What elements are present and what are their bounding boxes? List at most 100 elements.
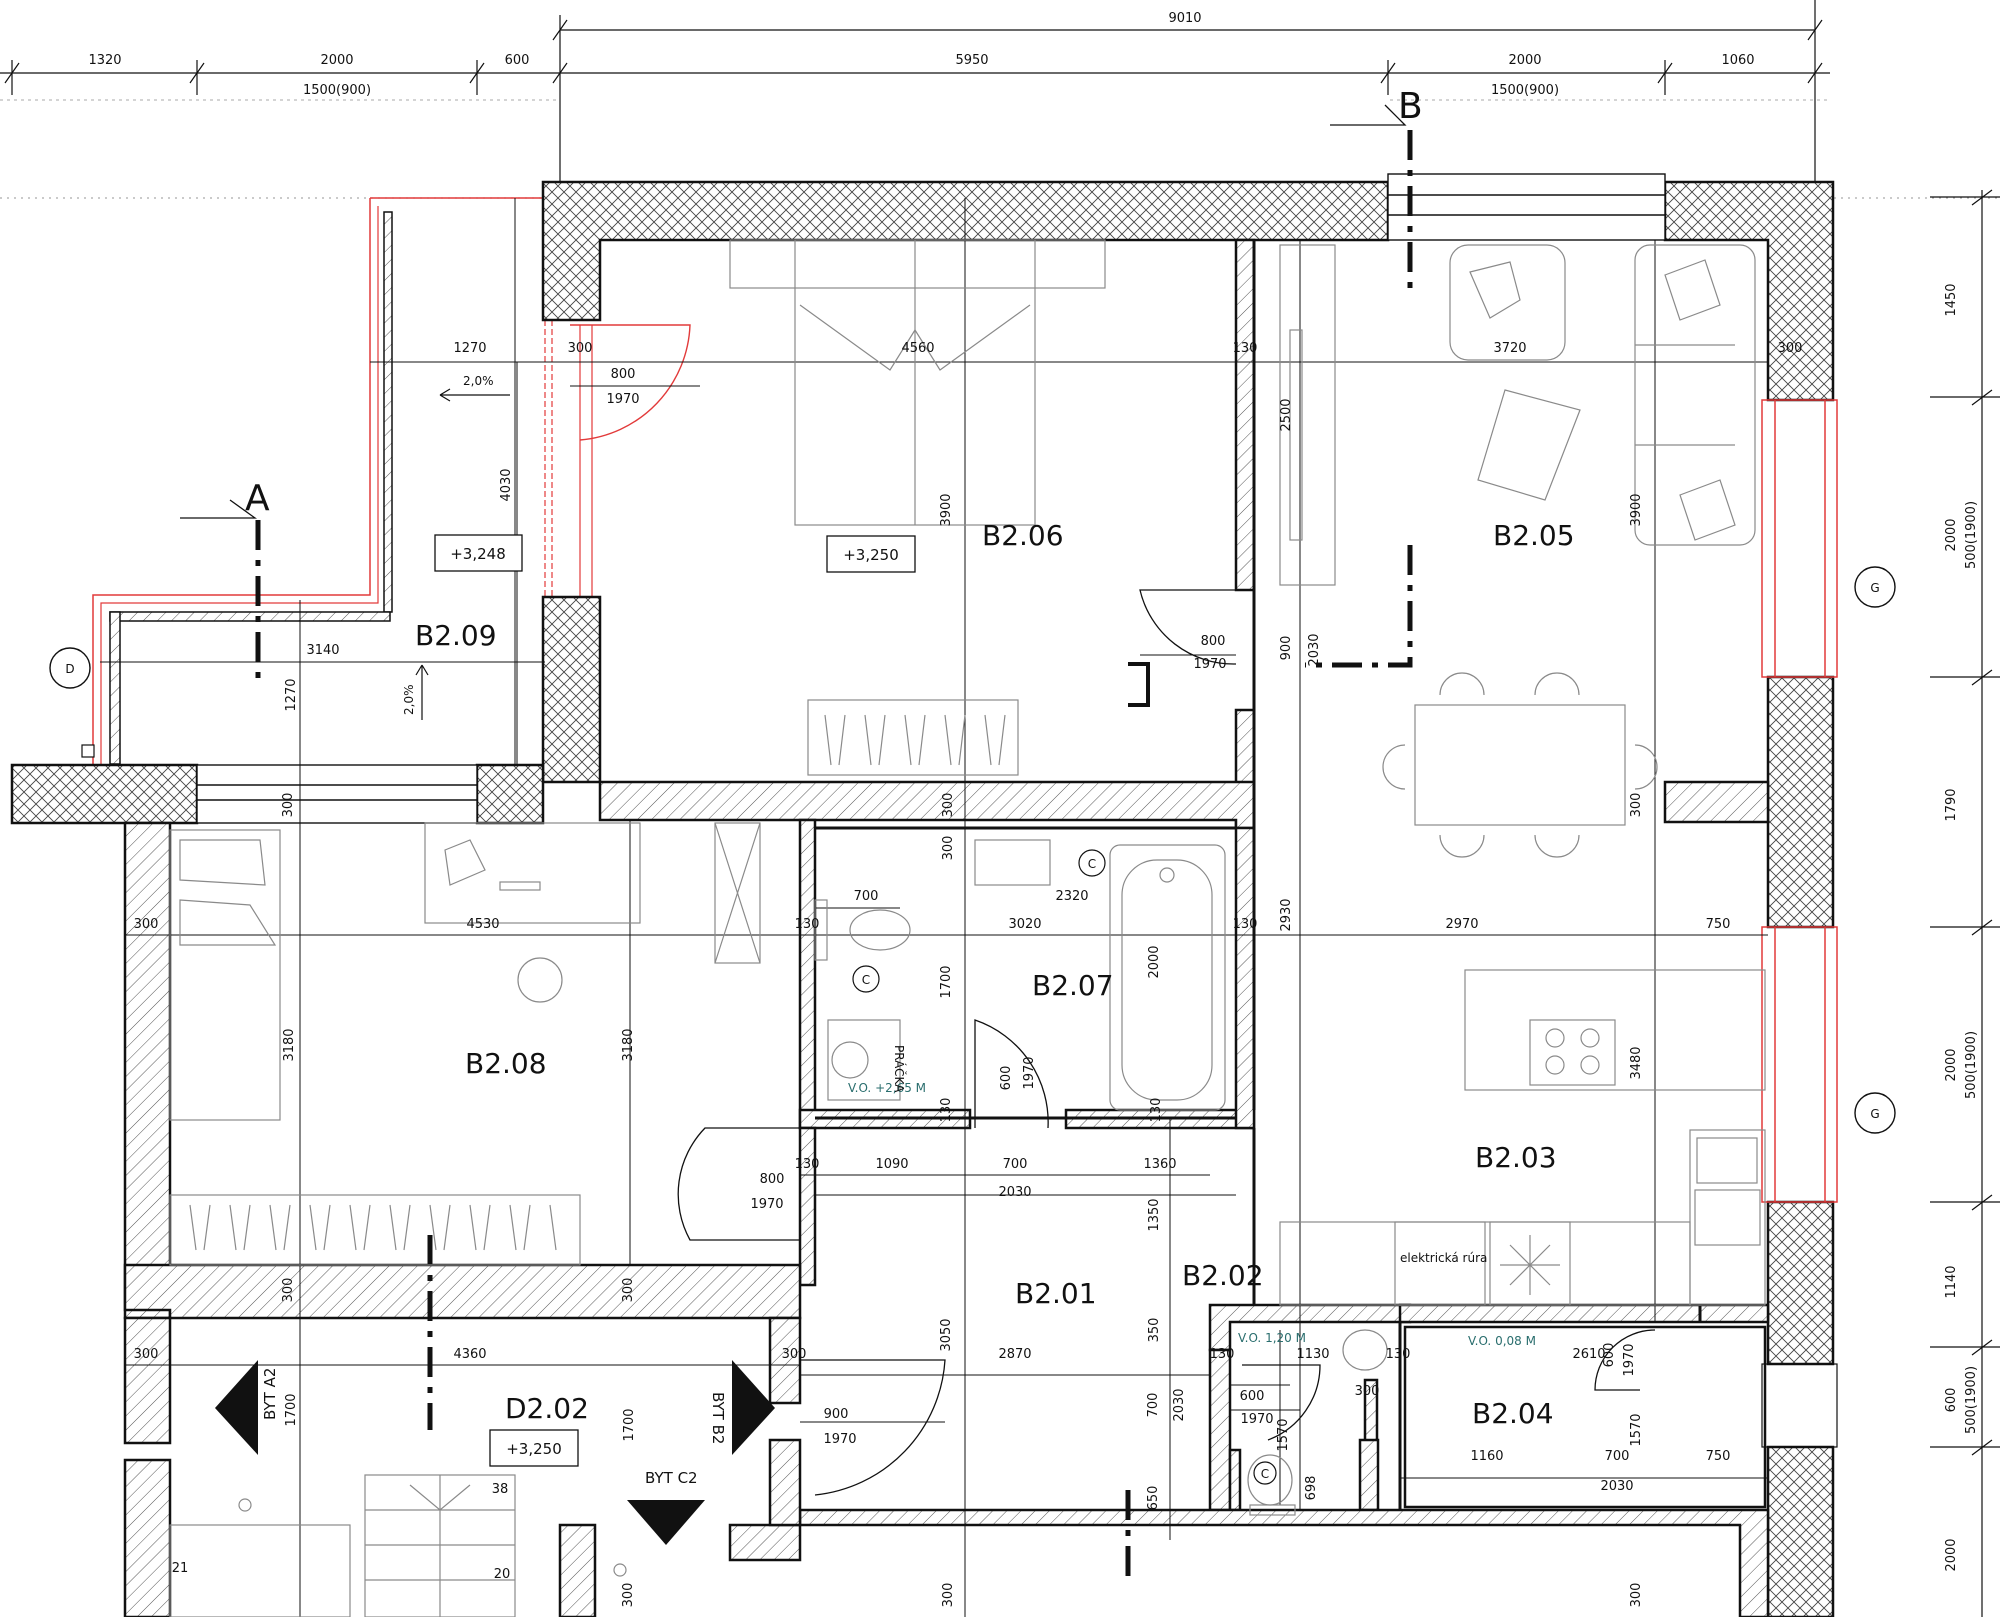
room-b205: B2.05 — [1493, 519, 1575, 552]
washer — [827, 1019, 901, 1101]
dim-top-3: 600 — [505, 53, 530, 68]
room-b207: B2.07 — [1032, 969, 1114, 1002]
svg-text:600: 600 — [1602, 1343, 1617, 1368]
svg-text:130: 130 — [1233, 917, 1258, 932]
apartment-a2: BYT A2 — [261, 1368, 279, 1420]
svg-text:20: 20 — [494, 1567, 511, 1582]
svg-text:300: 300 — [941, 1583, 956, 1608]
armchair — [1449, 244, 1566, 361]
oven-label: elektrická rúra — [1400, 1251, 1487, 1265]
svg-text:+3,248: +3,248 — [450, 545, 506, 563]
room-outlines — [815, 240, 1767, 1510]
svg-text:300: 300 — [941, 836, 956, 861]
svg-text:+3,250: +3,250 — [843, 546, 899, 564]
wardrobe-b208 — [169, 1194, 581, 1266]
svg-text:300: 300 — [621, 1278, 636, 1303]
section-b-label: B — [1398, 86, 1423, 127]
interior-dim-lines — [100, 198, 1768, 1617]
section-marker-b: B — [1330, 86, 1423, 127]
interior-walls — [123, 238, 1770, 1617]
svg-text:2970: 2970 — [1445, 917, 1478, 932]
svg-text:2030: 2030 — [1600, 1479, 1633, 1494]
fridge — [1489, 1221, 1571, 1306]
svg-text:1970: 1970 — [1022, 1056, 1037, 1089]
svg-text:2870: 2870 — [998, 1347, 1031, 1362]
svg-text:698: 698 — [1304, 1476, 1319, 1501]
dim-right-5: 2000 — [1944, 1048, 1959, 1081]
svg-text:1970: 1970 — [750, 1197, 783, 1212]
svg-text:130: 130 — [1210, 1347, 1235, 1362]
svg-text:3020: 3020 — [1008, 917, 1041, 932]
svg-text:2930: 2930 — [1279, 898, 1294, 931]
svg-text:130: 130 — [1233, 341, 1258, 356]
dim-right-10: 2000 — [1944, 1538, 1959, 1571]
room-b203: B2.03 — [1475, 1141, 1557, 1174]
apartment-c2: BYT C2 — [645, 1469, 698, 1487]
svg-text:1970: 1970 — [606, 392, 639, 407]
svg-text:800: 800 — [760, 1172, 785, 1187]
desk — [424, 822, 641, 924]
svg-text:1700: 1700 — [939, 965, 954, 998]
svg-text:2030: 2030 — [1172, 1388, 1187, 1421]
svg-text:300: 300 — [621, 1583, 636, 1608]
vo-label-b202: V.O. 1,20 M — [1238, 1331, 1306, 1345]
vo-label-b204: V.O. 0,08 M — [1468, 1334, 1536, 1348]
svg-text:3140: 3140 — [306, 643, 339, 658]
kitchen-sink — [1696, 1137, 1758, 1184]
svg-text:3180: 3180 — [282, 1028, 297, 1061]
svg-text:2500: 2500 — [1279, 398, 1294, 431]
axis-marker-g2: G — [1854, 1092, 1896, 1134]
dim-top-6: 1060 — [1721, 53, 1754, 68]
axis-marker-d: D — [49, 647, 91, 689]
svg-text:300: 300 — [134, 1347, 159, 1362]
svg-text:800: 800 — [1201, 634, 1226, 649]
svg-text:3900: 3900 — [939, 493, 954, 526]
svg-text:1700: 1700 — [284, 1393, 299, 1426]
svg-text:300: 300 — [568, 341, 593, 356]
dim-top-2: 2000 — [320, 53, 353, 68]
dim-overall: 9010 — [1168, 11, 1201, 26]
svg-text:4560: 4560 — [901, 341, 934, 356]
terrace-outline — [81, 197, 691, 766]
dim-top-5: 2000 — [1508, 53, 1541, 68]
svg-text:38: 38 — [492, 1482, 509, 1497]
axis-marker-g1: G — [1854, 566, 1896, 608]
furniture — [169, 239, 1766, 1617]
svg-text:1700: 1700 — [622, 1408, 637, 1441]
level-box-d202: +3,250 — [489, 1429, 579, 1467]
dim-right-3: 500(1900) — [1964, 501, 1979, 569]
svg-text:600: 600 — [1240, 1389, 1265, 1404]
svg-text:1970: 1970 — [1193, 657, 1226, 672]
dim-right-1: 1450 — [1944, 283, 1959, 316]
svg-text:4030: 4030 — [499, 468, 514, 501]
svg-text:300: 300 — [281, 1278, 296, 1303]
svg-text:130: 130 — [795, 1157, 820, 1172]
dim-right-8: 600 — [1944, 1388, 1959, 1413]
svg-text:750: 750 — [1706, 917, 1731, 932]
svg-text:2030: 2030 — [1307, 633, 1322, 666]
dimension-texts: 1270 300 800 1970 4560 130 3720 300 4030… — [134, 341, 1803, 1607]
svg-text:750: 750 — [1706, 1449, 1731, 1464]
wardrobe-b206 — [807, 699, 1019, 776]
svg-text:2030: 2030 — [998, 1185, 1031, 1200]
door-swings — [677, 589, 1656, 1496]
window-top-right — [1387, 173, 1666, 241]
coffee-table — [1477, 389, 1581, 501]
svg-text:1360: 1360 — [1143, 1157, 1176, 1172]
room-b209: B2.09 — [415, 619, 497, 652]
room-b202: B2.02 — [1182, 1259, 1264, 1292]
apartment-b2: BYT B2 — [709, 1392, 727, 1444]
svg-text:800: 800 — [611, 367, 636, 382]
svg-text:3900: 3900 — [1629, 493, 1644, 526]
svg-text:2320: 2320 — [1055, 889, 1088, 904]
room-b204: B2.04 — [1472, 1397, 1554, 1430]
window-left-bottom — [196, 764, 478, 824]
washer-label: PRÁČKA — [892, 1045, 907, 1093]
svg-text:D: D — [65, 662, 74, 676]
svg-text:2610: 2610 — [1572, 1347, 1605, 1362]
svg-text:300: 300 — [1629, 1583, 1644, 1608]
top-dimension-chain — [0, 0, 2000, 199]
svg-text:300: 300 — [281, 793, 296, 818]
svg-text:1270: 1270 — [284, 678, 299, 711]
